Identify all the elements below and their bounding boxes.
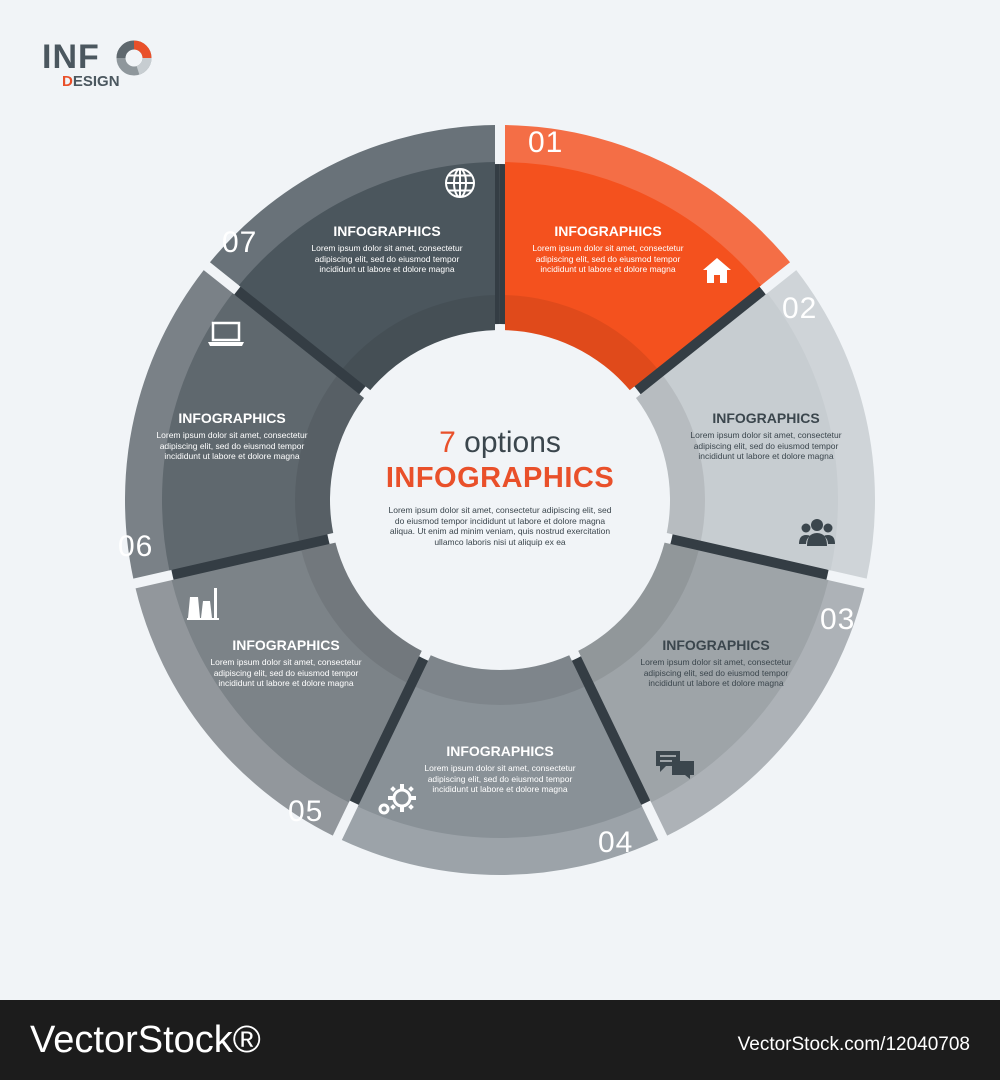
segment-05-body: Lorem ipsum dolor sit amet, consectetur …: [210, 657, 362, 688]
segment-06-number: 06: [118, 530, 154, 563]
center-body-text: Lorem ipsum dolor sit amet, consectetur …: [388, 505, 612, 547]
segment-inner-band: [295, 376, 365, 541]
ring-segment-06: [125, 270, 365, 579]
segment-body: [578, 542, 829, 803]
ring-segment-05: [135, 542, 422, 836]
segment-04-number: 04: [598, 826, 634, 859]
home-icon: [703, 258, 731, 283]
segment-rim: [125, 270, 236, 579]
segment-body: [161, 293, 365, 571]
ring-segment-02: [635, 270, 875, 579]
segment-inner-band: [301, 542, 422, 683]
segment-ring: [125, 125, 875, 875]
segment-inner-band: [635, 376, 706, 541]
segment-07-text: INFOGRAPHICS Lorem ipsum dolor sit amet,…: [307, 222, 467, 275]
segment-body: [171, 542, 422, 803]
segment-07-body: Lorem ipsum dolor sit amet, consectetur …: [311, 243, 463, 274]
segment-rim: [764, 270, 875, 579]
center-options-count: 7: [439, 426, 456, 459]
factory-icon: [187, 588, 219, 620]
logo-ring-icon: [116, 40, 152, 76]
segment-inner-band: [415, 655, 585, 705]
segment-01-text: INFOGRAPHICS Lorem ipsum dolor sit amet,…: [528, 222, 688, 275]
watermark-footer: VectorStock® VectorStock.com/12040708: [0, 1000, 1000, 1080]
segment-01-number: 01: [528, 126, 564, 159]
segment-06-text: INFOGRAPHICS Lorem ipsum dolor sit amet,…: [152, 409, 312, 462]
infographic-canvas: INF DESIGN 01 02 03 04 05 06 07 INFOGRAP…: [42, 38, 875, 875]
ring-segment-04: [341, 655, 659, 875]
segment-03-text: INFOGRAPHICS Lorem ipsum dolor sit amet,…: [636, 636, 796, 689]
segment-05-title: INFOGRAPHICS: [232, 637, 340, 653]
segment-04-title: INFOGRAPHICS: [446, 743, 554, 759]
segment-04-body: Lorem ipsum dolor sit amet, consectetur …: [424, 763, 576, 794]
segment-02-text: INFOGRAPHICS Lorem ipsum dolor sit amet,…: [686, 409, 846, 462]
segment-body: [505, 162, 762, 391]
segment-03-number: 03: [820, 603, 856, 636]
segment-04-text: INFOGRAPHICS Lorem ipsum dolor sit amet,…: [420, 742, 580, 795]
center-disc: [331, 331, 669, 669]
laptop-icon: [208, 321, 244, 346]
logo-info-text: INF: [42, 38, 100, 76]
globe-icon: [445, 168, 475, 198]
segment-01-body: Lorem ipsum dolor sit amet, consectetur …: [532, 243, 684, 274]
segment-inner-band: [342, 295, 495, 391]
segment-02-body: Lorem ipsum dolor sit amet, consectetur …: [690, 430, 842, 461]
segment-05-number: 05: [288, 795, 324, 828]
chat-icon: [656, 751, 694, 779]
logo-design-text: DESIGN: [62, 73, 120, 90]
center-options-line: 7 options: [360, 425, 640, 461]
footer-brand: VectorStock®: [30, 1019, 261, 1061]
ring-segment-01: [505, 125, 791, 391]
segment-body: [357, 655, 643, 838]
segment-rim: [135, 579, 351, 836]
segment-inner-band: [578, 542, 699, 683]
segment-06-title: INFOGRAPHICS: [178, 410, 286, 426]
segment-body: [635, 293, 838, 571]
segment-inner-band: [505, 295, 658, 391]
segment-rim: [649, 579, 865, 836]
segment-03-body: Lorem ipsum dolor sit amet, consectetur …: [640, 657, 792, 688]
segment-rim: [341, 803, 659, 875]
center-options-word: options: [464, 426, 561, 459]
segment-07-title: INFOGRAPHICS: [333, 223, 441, 239]
segment-body: [238, 162, 495, 391]
info-design-logo: INF DESIGN: [42, 38, 182, 94]
ring-segment-07: [209, 125, 495, 391]
segment-01-title: INFOGRAPHICS: [554, 223, 662, 239]
footer-image-id: VectorStock.com/12040708: [737, 1034, 970, 1055]
segment-02-number: 02: [782, 292, 818, 325]
ring-segment-03: [578, 542, 865, 836]
segment-05-text: INFOGRAPHICS Lorem ipsum dolor sit amet,…: [206, 636, 366, 689]
segment-06-body: Lorem ipsum dolor sit amet, consectetur …: [156, 430, 308, 461]
center-block: 7 options INFOGRAPHICS Lorem ipsum dolor…: [360, 425, 640, 547]
gears-icon: [378, 784, 416, 815]
segment-02-title: INFOGRAPHICS: [712, 410, 820, 426]
center-headline: INFOGRAPHICS: [385, 462, 615, 494]
segment-03-title: INFOGRAPHICS: [662, 637, 770, 653]
users-icon: [799, 519, 835, 546]
segment-07-number: 07: [222, 226, 258, 259]
